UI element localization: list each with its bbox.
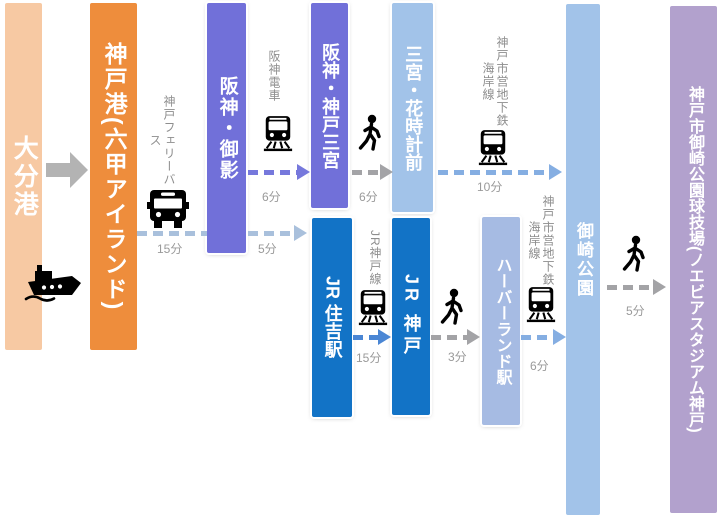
time-subway-top: 10分 — [477, 180, 503, 194]
dashed-arrow-walk-sannomiya — [352, 164, 393, 180]
dashed-arrow-ferry-bus-2 — [248, 225, 307, 241]
node-oita-port: 大分港 — [5, 3, 42, 350]
node-sannomiya-hanadokeimae: 三宮・花時計前 — [392, 3, 433, 212]
walk-icon — [440, 288, 463, 325]
time-walk-harborland: 3分 — [448, 350, 467, 364]
block-arrow-icon — [46, 152, 88, 188]
dashed-arrow-walk-harborland — [431, 329, 480, 345]
node-jr-sumiyoshi: JR 住吉駅 — [312, 218, 352, 417]
line-label-hanshin-train: 阪神電車 — [267, 50, 281, 102]
bus-icon — [147, 190, 189, 228]
walk-icon — [358, 114, 381, 151]
node-jr-kobe-label: JR 神戸 — [401, 274, 422, 359]
train-icon — [263, 116, 293, 152]
node-jr-kobe: JR 神戸 — [392, 218, 430, 415]
dashed-arrow-subway-top — [438, 164, 562, 180]
node-harborland-label: ハーバーランド駅 — [493, 257, 511, 385]
ship-icon — [24, 265, 81, 302]
node-oita-port-label: 大分港 — [10, 134, 39, 219]
train-icon — [526, 287, 556, 323]
time-hanshin-train: 6分 — [262, 190, 281, 204]
dashed-arrow-jr-line — [353, 329, 391, 345]
dashed-arrow-hanshin-train — [248, 164, 310, 180]
train-icon — [478, 130, 508, 166]
node-stadium-label: 神戸市御崎公園球技場(ノエビアスタジアム神戸) — [685, 86, 703, 433]
node-hanshin-mikage-label: 阪神・御影 — [216, 75, 238, 181]
node-harborland: ハーバーランド駅 — [482, 217, 520, 425]
node-stadium: 神戸市御崎公園球技場(ノエビアスタジアム神戸) — [670, 6, 717, 513]
dashed-arrow-walk-stadium — [607, 279, 666, 295]
line-label-subway-kaigan-bottom: 神戸市営地下鉄海岸線 — [527, 194, 555, 286]
node-misaki-park-label: 御崎公園 — [574, 221, 594, 298]
node-misaki-park: 御崎公園 — [566, 4, 600, 515]
node-jr-sumiyoshi-label: JR 住吉駅 — [322, 276, 343, 359]
time-ferry-bus: 15分 — [157, 242, 183, 256]
train-icon — [358, 290, 388, 326]
line-label-jr-kobe-line: JR神戸線 — [368, 230, 382, 286]
node-hanshin-mikage: 阪神・御影 — [207, 3, 246, 253]
walk-icon — [622, 235, 645, 272]
dashed-arrow-ferry-bus — [137, 225, 207, 241]
time-walk-stadium: 5分 — [626, 304, 645, 318]
node-kobe-port: 神戸港(六甲アイランド) — [90, 3, 137, 350]
line-label-subway-kaigan-top: 神戸市営地下鉄海岸線 — [481, 35, 509, 127]
node-hanshin-kobe-sannomiya-label: 阪神・神戸三宮 — [320, 42, 341, 169]
time-walk-sannomiya: 6分 — [359, 190, 378, 204]
time-jr-line: 15分 — [356, 351, 382, 365]
dashed-arrow-subway-bottom — [521, 329, 566, 345]
node-kobe-port-label: 神戸港(六甲アイランド) — [101, 41, 128, 312]
line-label-ferry-bus: 神戸フェリーバス — [148, 94, 176, 186]
node-sannomiya-hanadokeimae-label: 三宮・花時計前 — [403, 44, 424, 171]
node-hanshin-kobe-sannomiya: 阪神・神戸三宮 — [311, 3, 348, 208]
time-subway-bottom: 6分 — [530, 359, 549, 373]
time-ferry-bus-2: 5分 — [258, 242, 277, 256]
